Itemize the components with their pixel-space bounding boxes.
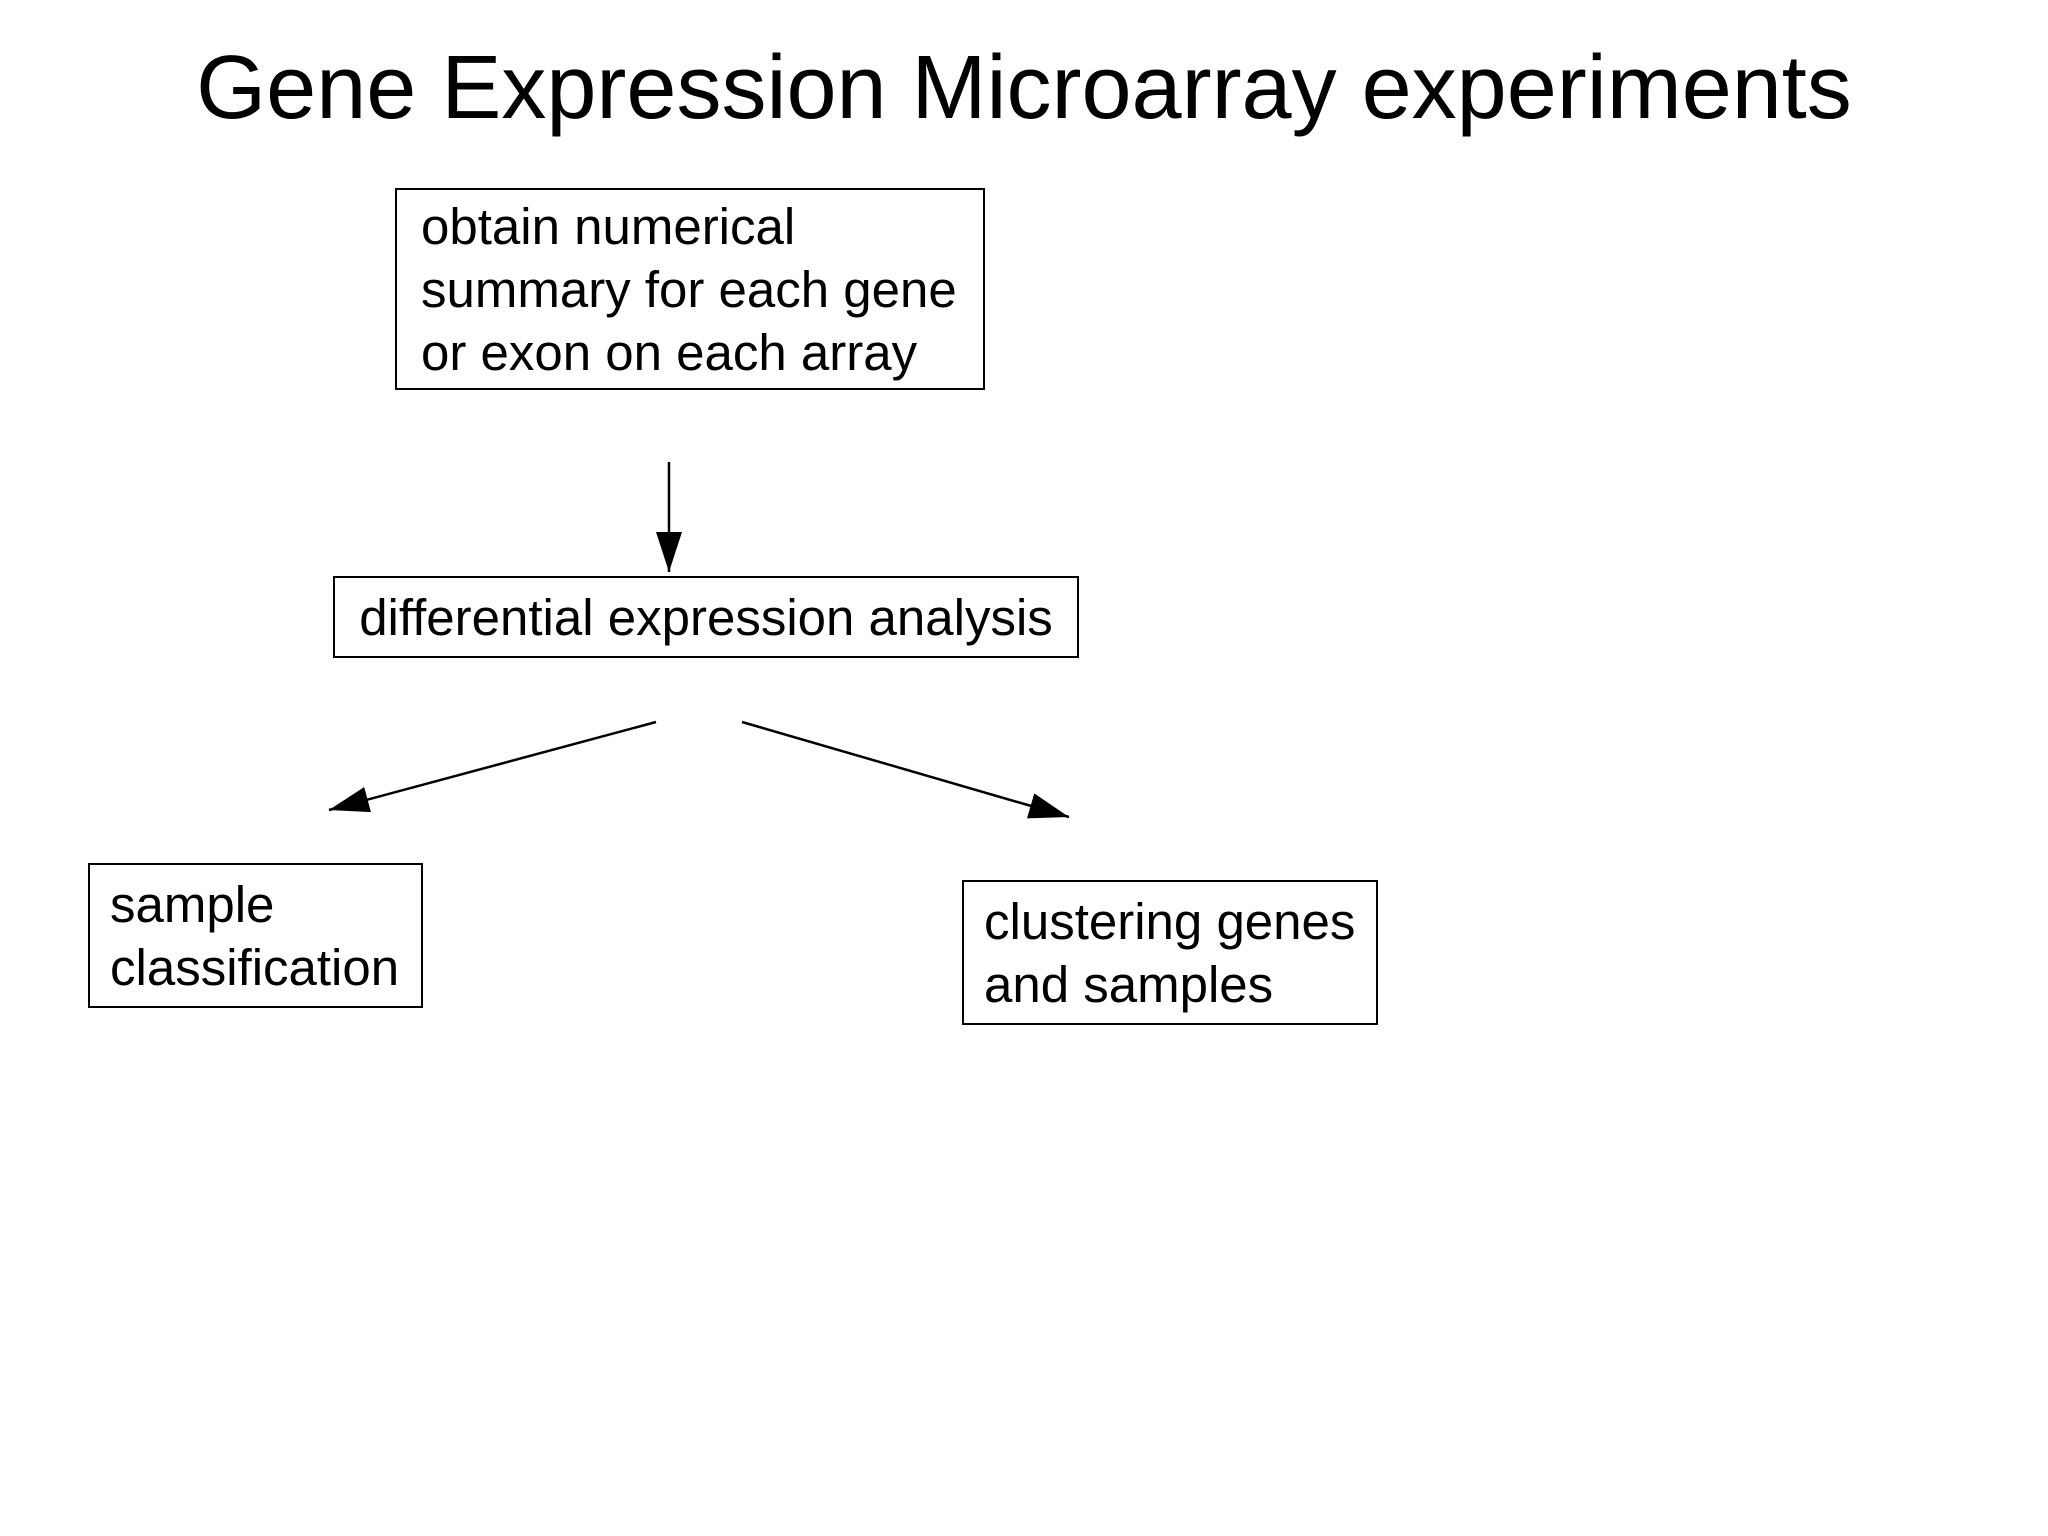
node-differential-line1: differential expression analysis	[359, 588, 1053, 646]
node-clustering-line2: and samples	[984, 955, 1274, 1013]
node-obtain-summary-line1: obtain numerical	[421, 197, 796, 255]
node-obtain-summary: obtain numerical summary for each gene o…	[395, 188, 985, 390]
node-differential-expression-analysis: differential expression analysis	[333, 576, 1079, 658]
node-sample-classification-line1: sample	[110, 875, 275, 933]
node-clustering-genes-and-samples: clustering genes and samples	[962, 880, 1378, 1025]
arrow-differential-to-sample-classification	[328, 720, 657, 813]
node-sample-classification: sample classification	[88, 863, 423, 1008]
node-clustering-line1: clustering genes	[984, 892, 1356, 950]
node-obtain-summary-line2: summary for each gene	[421, 260, 957, 318]
node-sample-classification-line2: classification	[110, 938, 400, 996]
slide-title: Gene Expression Microarray experiments	[196, 38, 1852, 138]
node-obtain-summary-line3: or exon on each array	[421, 323, 918, 381]
arrow-differential-to-clustering	[741, 720, 1070, 819]
